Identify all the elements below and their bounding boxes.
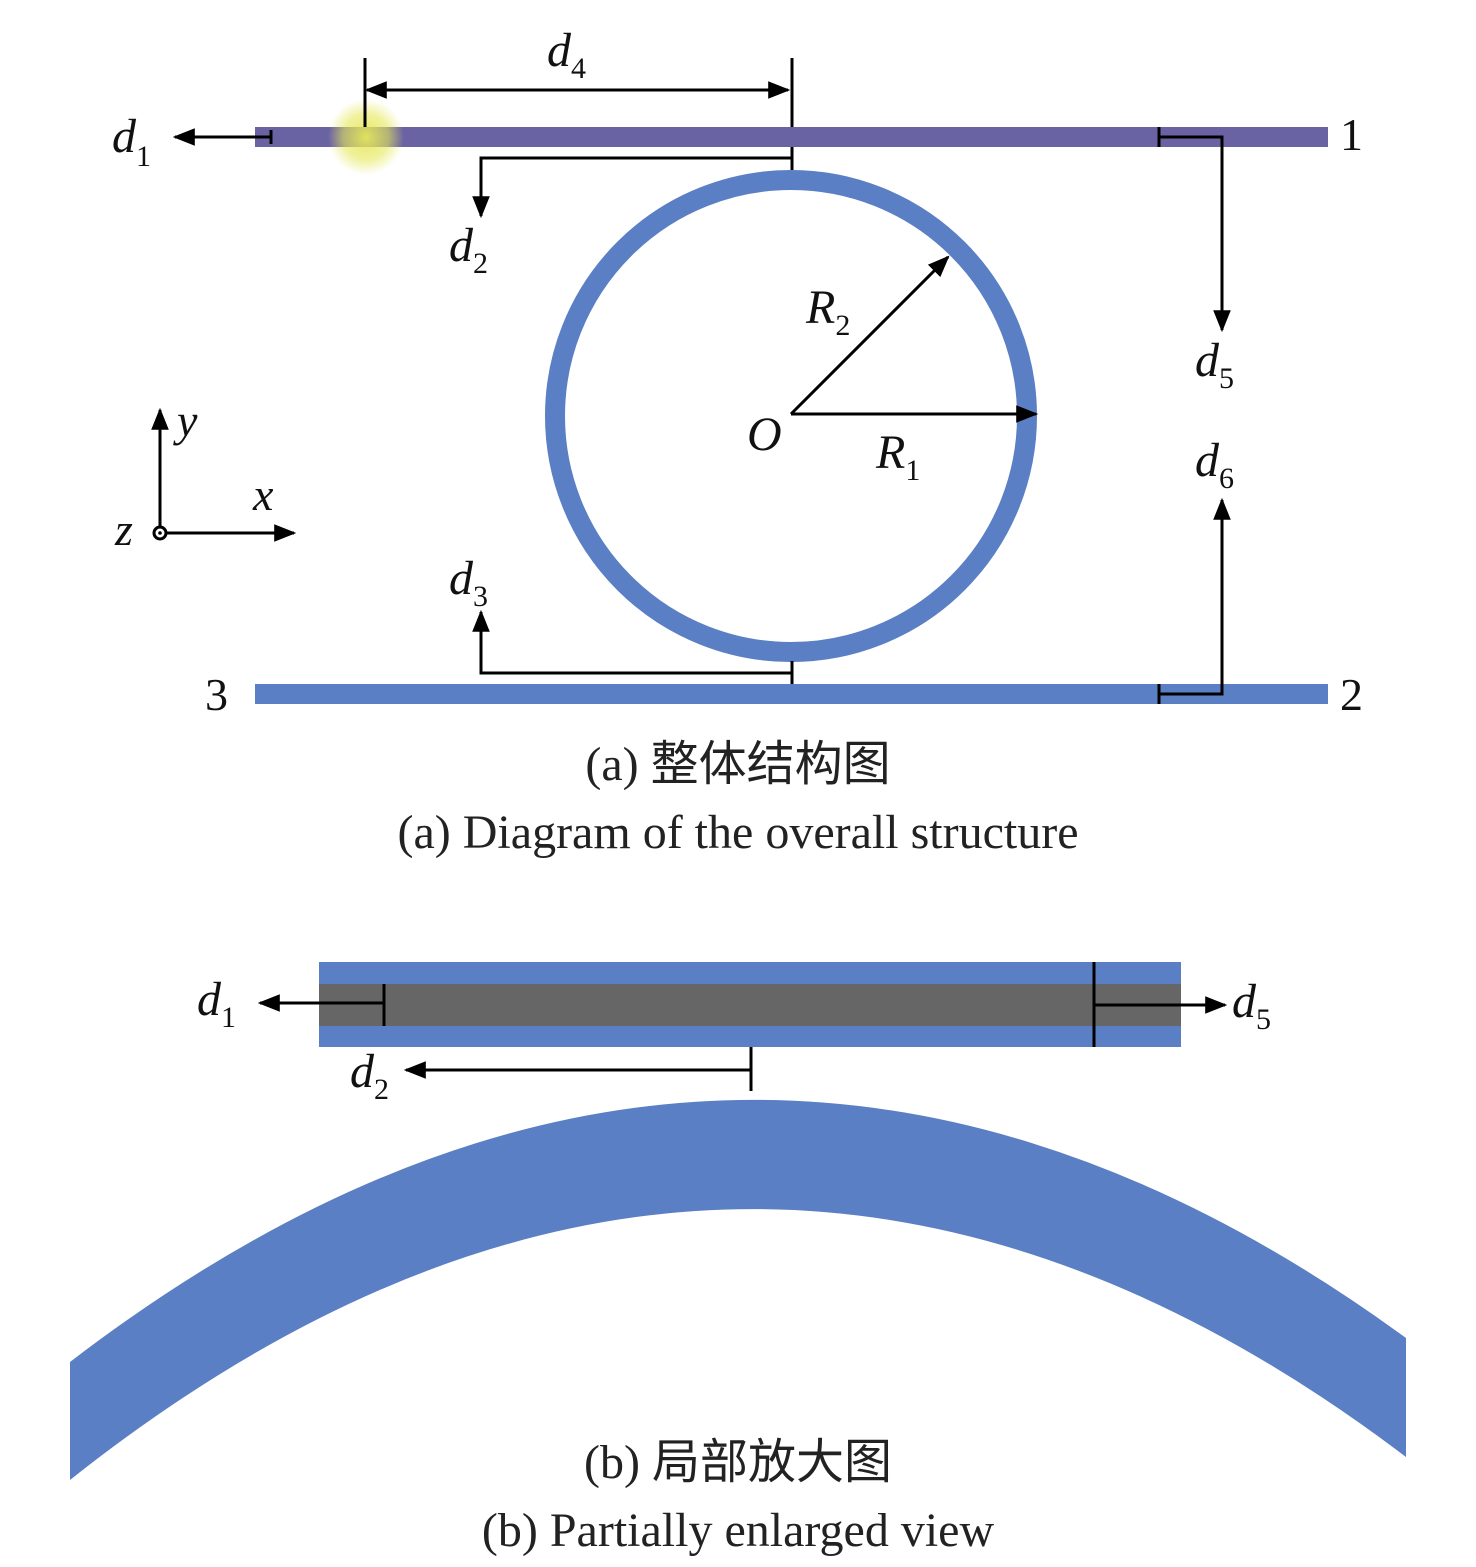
d5-arrow bbox=[1159, 135, 1231, 333]
d3-arrow bbox=[472, 609, 792, 675]
axis-x-label: x bbox=[252, 469, 274, 520]
axis-z-label: z bbox=[114, 504, 133, 555]
d2-arrow bbox=[472, 156, 792, 219]
caption-a-en: (a) Diagram of the overall structure bbox=[397, 806, 1078, 859]
z-axis-dot bbox=[158, 531, 162, 535]
cursor-highlight bbox=[328, 99, 404, 175]
r2-arrow bbox=[789, 255, 950, 416]
label-d5: d5 bbox=[1195, 334, 1234, 395]
label-d4: d4 bbox=[547, 24, 586, 85]
caption-a-cn: (a) 整体结构图 bbox=[585, 738, 890, 791]
label-origin: O bbox=[747, 408, 782, 461]
port-1-label: 1 bbox=[1340, 109, 1363, 160]
enlarged-ring-segment bbox=[70, 1099, 1406, 1480]
b-label-d2: d2 bbox=[350, 1045, 389, 1106]
port-3-label: 3 bbox=[205, 669, 228, 720]
upper-bus-waveguide bbox=[255, 127, 1328, 147]
label-d2: d2 bbox=[449, 219, 488, 280]
enlarged-waveguide-core bbox=[319, 984, 1181, 1026]
port-2-label: 2 bbox=[1340, 669, 1363, 720]
ring-resonator bbox=[545, 170, 1037, 662]
label-r2: R2 bbox=[805, 281, 850, 342]
lower-bus-waveguide bbox=[255, 684, 1328, 704]
label-r1: R1 bbox=[875, 426, 920, 487]
caption-b-en: (b) Partially enlarged view bbox=[482, 1504, 995, 1557]
panel-a: d1 d4 d2 d3 d5 d6 R1 R2 O 1 2 3 y x z (a… bbox=[112, 24, 1363, 859]
axis-y-label: y bbox=[173, 395, 198, 446]
label-d3: d3 bbox=[449, 552, 488, 613]
label-d1: d1 bbox=[112, 110, 151, 173]
panel-b: d1 d5 d2 (b) 局部放大图 (b) Partially enlarge… bbox=[70, 962, 1406, 1557]
b-label-d1: d1 bbox=[197, 973, 236, 1034]
label-d6: d6 bbox=[1195, 434, 1234, 495]
caption-b-cn: (b) 局部放大图 bbox=[584, 1436, 892, 1489]
d6-arrow bbox=[1159, 497, 1231, 696]
b-label-d5: d5 bbox=[1232, 975, 1271, 1036]
